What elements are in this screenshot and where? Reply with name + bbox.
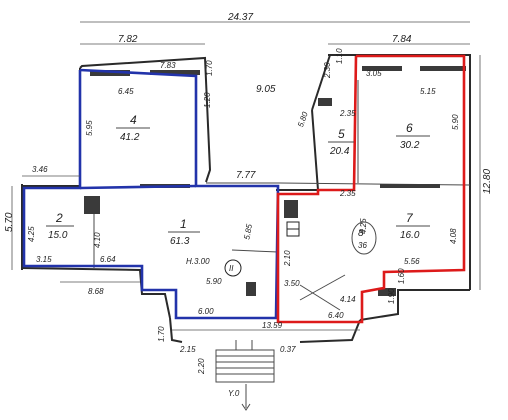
room-5-id: 5 — [338, 127, 345, 141]
dimension-labels: 24.37 7.82 7.84 9.05 7.83 1.70 1.20 5.95… — [4, 12, 493, 398]
dim-top-right: 7.84 — [392, 34, 412, 45]
dim-r5-in2: 2.35 — [339, 189, 356, 198]
dim-r7-side: 4.08 — [449, 228, 458, 244]
room-5-area: 20.4 — [329, 146, 350, 157]
dim-left-side: 5.95 — [85, 120, 94, 136]
room-7-label: 7 16.0 — [396, 211, 430, 241]
dim-entry-h: 2.20 — [197, 358, 206, 375]
dim-r5-in1: 2.35 — [339, 109, 356, 118]
dim-right-side: 5.90 — [451, 114, 460, 130]
dim-room6-top2: 5.15 — [420, 87, 436, 96]
dim-stair-w: 2.15 — [179, 345, 196, 354]
circle-marker: II — [224, 259, 242, 277]
dim-mid-top: 9.05 — [256, 84, 276, 95]
room-6-area: 30.2 — [400, 140, 420, 151]
circle-marker-label: II — [229, 264, 234, 273]
dim-r8-bot2: 6.40 — [328, 311, 344, 320]
room-4-area: 41.2 — [120, 132, 140, 143]
dim-bot-left1: 3.15 — [36, 255, 52, 264]
dim-hall-w: 7.77 — [236, 170, 256, 181]
fixture-marker — [286, 221, 300, 237]
room-2-label: 2 15.0 — [46, 211, 74, 241]
dim-top-left: 7.82 — [118, 34, 138, 45]
dim-bot-left3: 8.68 — [88, 287, 104, 296]
room-7-area: 16.0 — [400, 230, 420, 241]
room-1-label: 1 61.3 H.3.00 — [168, 217, 210, 266]
dim-br-side2: 1.60 — [397, 268, 406, 284]
room-5-label: 5 20.4 — [328, 127, 354, 157]
dim-stair-h: 4.10 — [93, 232, 102, 248]
dimension-lines — [11, 21, 481, 331]
dim-br-side: 1.90 — [387, 288, 396, 304]
room-1-id: 1 — [180, 217, 187, 231]
room-2-area: 15.0 — [48, 230, 68, 241]
dim-room6-top: 3.05 — [366, 69, 382, 78]
dim-r8-25: 4.25 — [359, 218, 368, 234]
dim-left-ext: 3.46 — [32, 165, 48, 174]
dim-bot-left2: 6.64 — [100, 255, 116, 264]
room-8-id: 8 — [358, 228, 364, 239]
room-6-label: 6 30.2 — [396, 121, 430, 151]
dim-entry-lbl: Y.0 — [228, 389, 240, 398]
room-1-height: H.3.00 — [186, 257, 210, 266]
dim-r1-w: 7.83 — [160, 61, 176, 70]
room-4-id: 4 — [130, 113, 137, 127]
dim-right-col: 1.10 — [335, 48, 344, 64]
room-7-id: 7 — [406, 211, 414, 225]
dim-top-total: 24.37 — [227, 12, 253, 23]
entrance-stair — [215, 340, 275, 383]
room-4-label: 4 41.2 — [116, 113, 150, 143]
dim-r1-side: 1.20 — [203, 92, 212, 108]
room-8-area: 36 — [358, 241, 367, 250]
dim-r1-bot2: 6.00 — [198, 307, 214, 316]
room-2-id: 2 — [55, 211, 63, 225]
room-8-label: 8 36 — [351, 221, 377, 255]
dim-r8-side: 2.10 — [283, 250, 292, 267]
room-1-area: 61.3 — [170, 236, 190, 247]
dim-r1-h: 1.70 — [205, 60, 214, 76]
dim-room2-side: 4.25 — [27, 226, 36, 242]
entrance-arrow — [241, 384, 251, 411]
dim-left-col: 2.30 — [323, 62, 332, 79]
dim-far-right: 12.80 — [482, 169, 493, 194]
room-6-id: 6 — [406, 121, 413, 135]
dim-stair-w2: 0.37 — [280, 345, 296, 354]
dim-r7-bot: 5.56 — [404, 257, 420, 266]
dim-room4-top: 6.45 — [118, 87, 134, 96]
dim-r8-bot: 3.50 — [284, 279, 300, 288]
dim-left-h: 5.70 — [4, 212, 15, 232]
red-zone-outline — [276, 54, 466, 324]
dim-small-170: 1.70 — [157, 326, 166, 342]
dim-bot-total: 13.59 — [262, 321, 283, 330]
dim-r1-right: 5.85 — [242, 223, 254, 240]
dim-r1-bot: 5.90 — [206, 277, 222, 286]
dim-r8-bot3: 4.14 — [340, 295, 356, 304]
